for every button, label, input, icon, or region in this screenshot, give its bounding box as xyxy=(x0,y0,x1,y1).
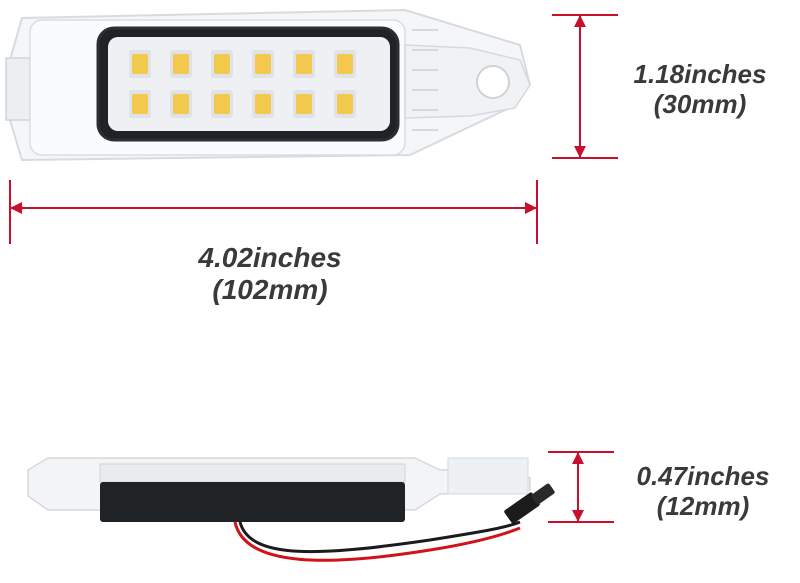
height-label: 1.18inches (30mm) xyxy=(600,59,800,120)
depth-dimension-line xyxy=(548,451,614,523)
top-view-light xyxy=(5,8,532,162)
led-emitter xyxy=(255,54,271,74)
led-emitter xyxy=(214,54,230,74)
led-emitter xyxy=(173,54,189,74)
wire-connector xyxy=(504,483,555,524)
led-emitter xyxy=(214,94,230,114)
led-emitter xyxy=(296,94,312,114)
housing-ribs xyxy=(412,29,438,131)
depth-mm: (12mm) xyxy=(656,490,750,521)
led-emitter xyxy=(337,54,353,74)
side-view-light xyxy=(27,457,555,562)
led-emitter xyxy=(132,94,148,114)
led-emitter xyxy=(337,94,353,114)
length-inches: 4.02inches xyxy=(198,242,342,273)
led-emitter xyxy=(255,94,271,114)
height-mm: (30mm) xyxy=(653,88,747,119)
length-dimension-line xyxy=(9,180,538,244)
depth-inches: 0.47inches xyxy=(636,461,770,491)
height-inches: 1.18inches xyxy=(633,59,767,89)
depth-label: 0.47inches (12mm) xyxy=(608,461,798,522)
led-array xyxy=(129,50,356,118)
led-emitter xyxy=(296,54,312,74)
led-emitter xyxy=(173,94,189,114)
length-label: 4.02inches (102mm) xyxy=(170,242,370,306)
led-emitter xyxy=(132,54,148,74)
length-mm: (102mm) xyxy=(212,274,328,306)
height-dimension-line xyxy=(552,14,618,159)
